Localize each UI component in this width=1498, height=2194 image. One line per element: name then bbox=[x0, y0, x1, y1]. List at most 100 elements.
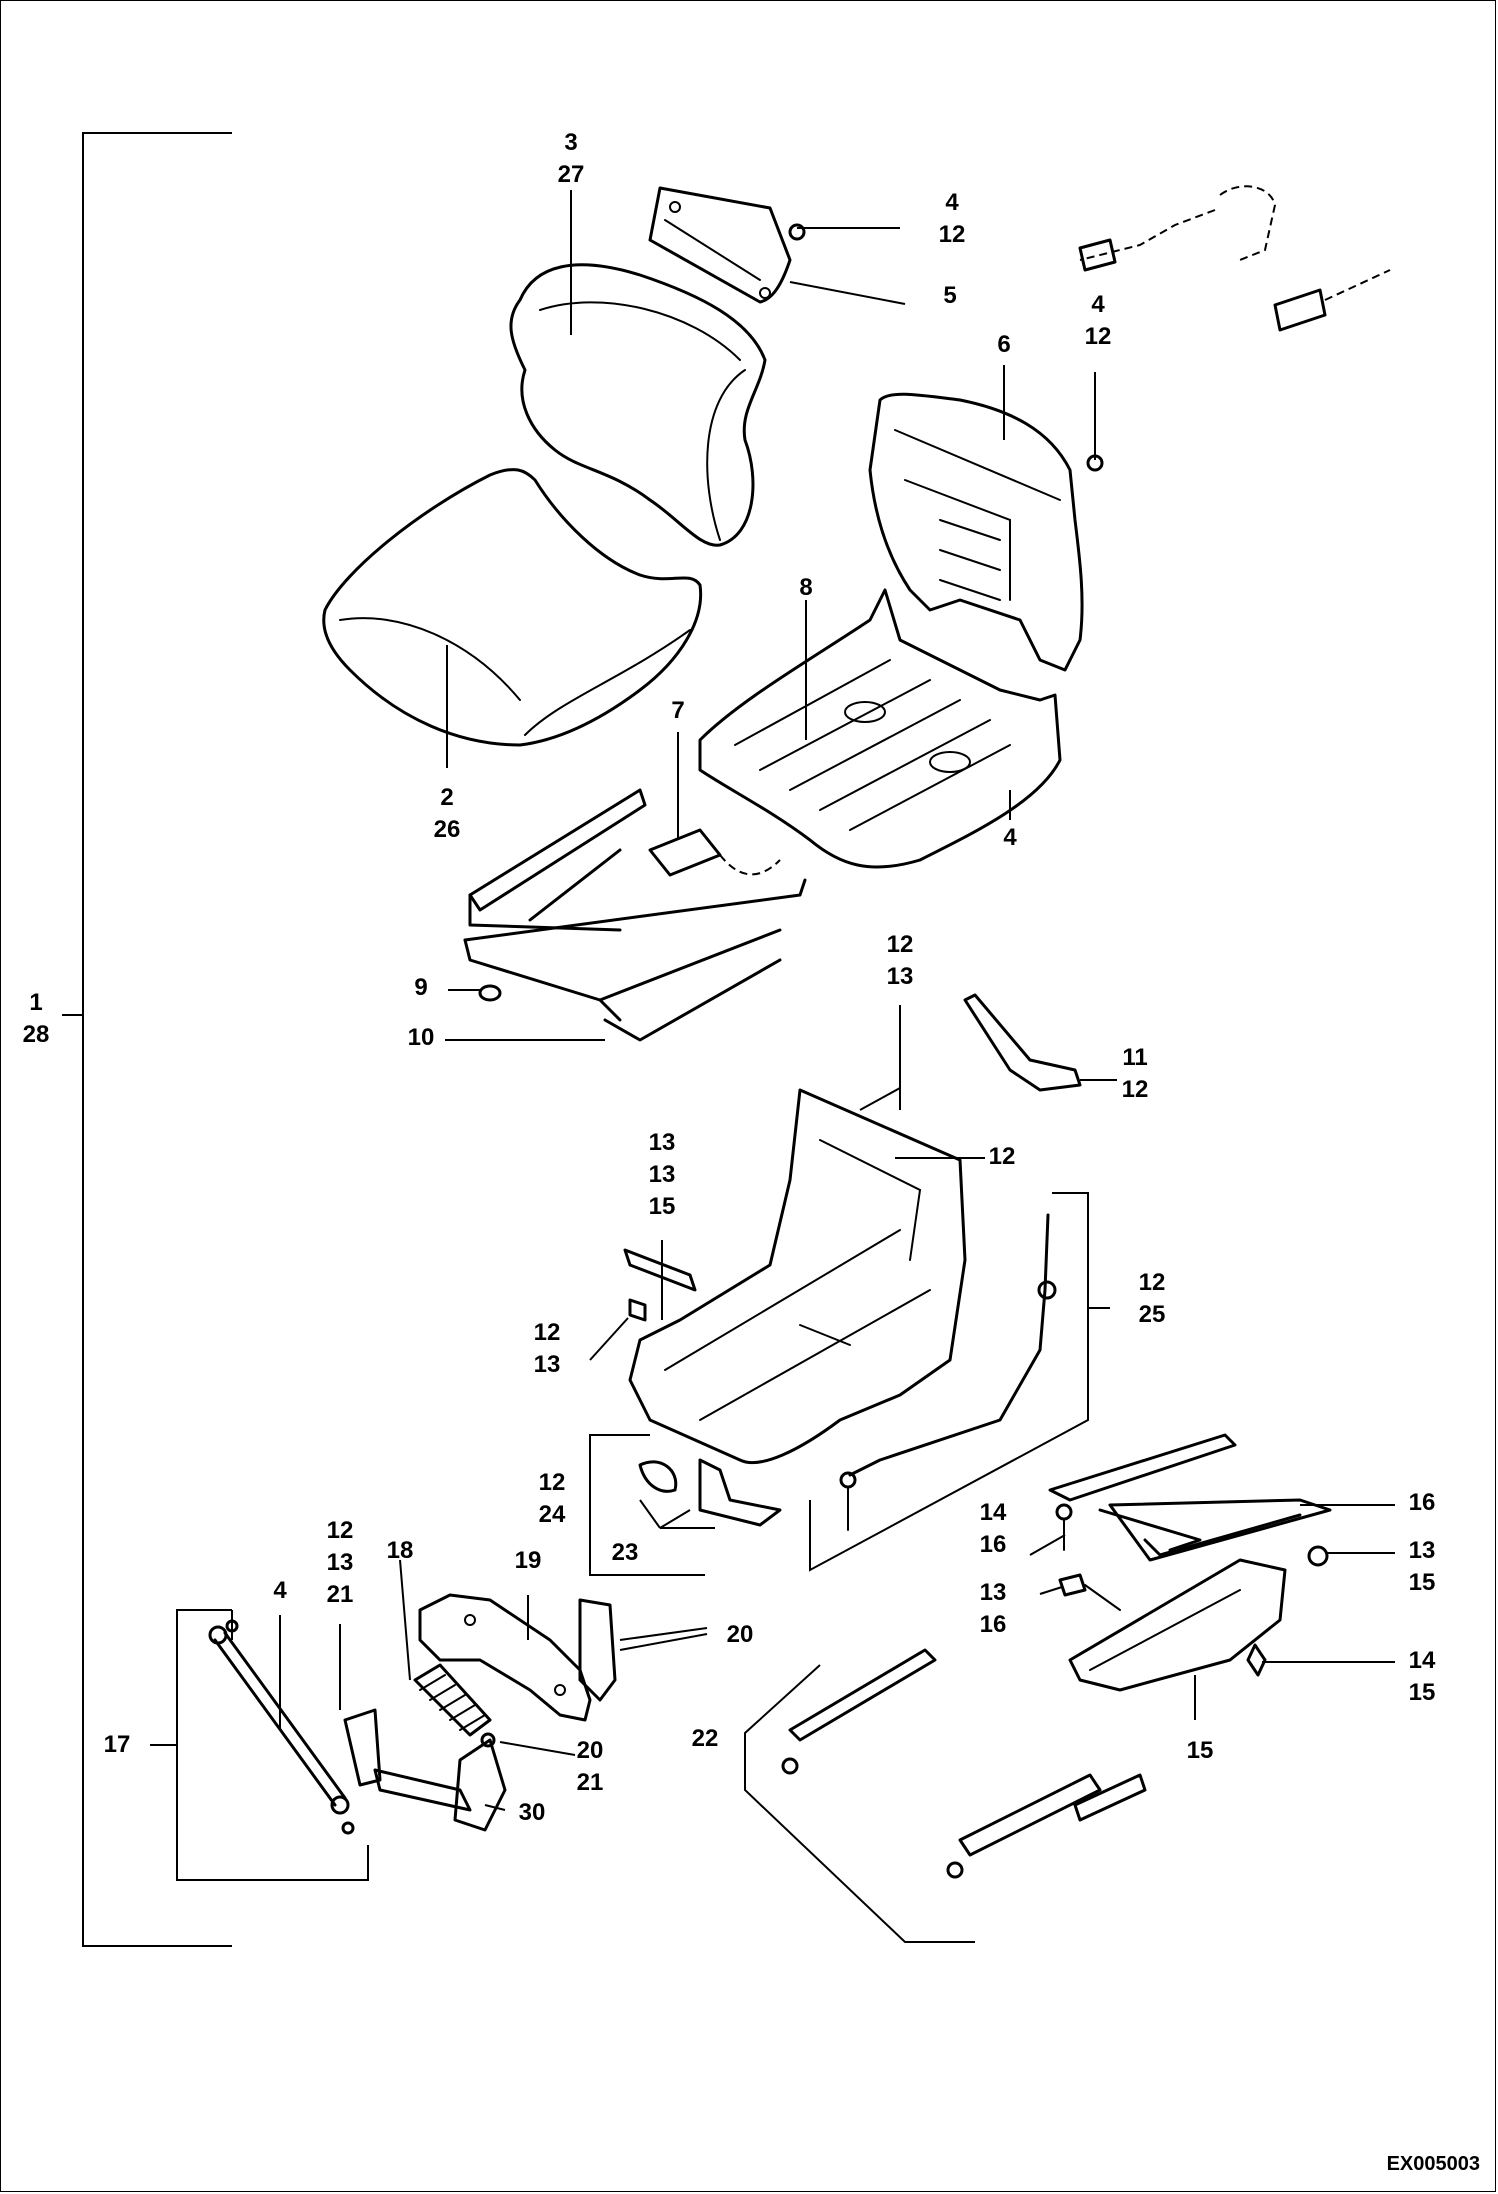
rail-22 bbox=[744, 1648, 1147, 1943]
part-13-16 bbox=[1058, 1573, 1121, 1611]
callout-line: 16 bbox=[1409, 1489, 1436, 1516]
callout-4-low: 4 bbox=[273, 1577, 287, 1604]
callout-8: 8 bbox=[799, 574, 812, 601]
callout-line: 2 bbox=[440, 784, 453, 811]
callout-line: 15 bbox=[1187, 1737, 1214, 1764]
callout-9: 9 bbox=[414, 974, 427, 1001]
callout-line: 3 bbox=[564, 129, 577, 156]
callout-12-a: 12 bbox=[989, 1143, 1016, 1170]
bracket-lead-12-24 bbox=[589, 1434, 705, 1576]
bracket-20 bbox=[578, 1598, 617, 1702]
callout-line: 13 bbox=[649, 1161, 676, 1188]
callout-line: 15 bbox=[1409, 1569, 1436, 1596]
callout-line: 30 bbox=[519, 1799, 546, 1826]
callout-line: 21 bbox=[327, 1581, 354, 1608]
rail-16 bbox=[1048, 1433, 1332, 1562]
callout-line: 12 bbox=[327, 1517, 354, 1544]
callout-5: 5 bbox=[943, 282, 956, 309]
spring-18 bbox=[413, 1663, 492, 1737]
callout-7: 7 bbox=[671, 697, 684, 724]
callout-10: 10 bbox=[408, 1024, 435, 1051]
callout-line: 16 bbox=[980, 1611, 1007, 1638]
callout-line: 5 bbox=[943, 282, 956, 309]
callout-line: 1 bbox=[29, 989, 42, 1016]
callout-line: 20 bbox=[577, 1737, 604, 1764]
callout-line: 12 bbox=[539, 1469, 566, 1496]
callout-line: 4 bbox=[945, 189, 959, 216]
callout-line: 7 bbox=[671, 697, 684, 724]
figure-id: EX005003 bbox=[1387, 2153, 1480, 2175]
callout-20-a: 20 bbox=[727, 1621, 754, 1648]
bracket-11 bbox=[963, 993, 1082, 1092]
callout-line: 15 bbox=[649, 1193, 676, 1220]
callout-line: 13 bbox=[980, 1579, 1007, 1606]
seat-pan-frame bbox=[698, 588, 1062, 869]
callout-line: 25 bbox=[1139, 1301, 1166, 1328]
callout-19: 19 bbox=[515, 1547, 542, 1574]
bracket-23 bbox=[638, 1458, 782, 1527]
callout-line: 22 bbox=[692, 1725, 719, 1752]
callout-line: 15 bbox=[1409, 1679, 1436, 1706]
callout-6: 6 bbox=[997, 331, 1010, 358]
callout-4-mid: 4 bbox=[1003, 824, 1017, 851]
backrest-frame bbox=[868, 392, 1104, 672]
callout-line: 4 bbox=[1003, 824, 1017, 851]
callout-line: 11 bbox=[1122, 1044, 1147, 1071]
callout-line: 12 bbox=[887, 931, 914, 958]
seat-cushion bbox=[322, 468, 703, 747]
callout-line: 4 bbox=[273, 1577, 287, 1604]
callout-line: 14 bbox=[1409, 1647, 1436, 1674]
callout-line: 13 bbox=[1409, 1537, 1436, 1564]
knob-14 bbox=[1055, 1503, 1073, 1551]
callout-30: 30 bbox=[519, 1799, 546, 1826]
callout-line: 21 bbox=[577, 1769, 604, 1796]
callout-line: 12 bbox=[939, 221, 966, 248]
callout-line: 24 bbox=[539, 1501, 566, 1528]
callout-line: 28 bbox=[23, 1021, 50, 1048]
callout-12-13-21: 12 13 21 bbox=[327, 1517, 354, 1608]
callout-line: 19 bbox=[515, 1547, 542, 1574]
headrest-plate bbox=[648, 186, 806, 304]
callout-line: 13 bbox=[534, 1351, 561, 1378]
callout-line: 8 bbox=[799, 574, 812, 601]
callout-line: 10 bbox=[408, 1024, 435, 1051]
callout-line: 12 bbox=[989, 1143, 1016, 1170]
callout-line: 16 bbox=[980, 1531, 1007, 1558]
callout-16: 16 bbox=[1409, 1489, 1436, 1516]
callout-line: 26 bbox=[434, 816, 461, 843]
callout-17: 17 bbox=[104, 1731, 131, 1758]
gas-strut-17 bbox=[176, 1609, 369, 1881]
callout-22: 22 bbox=[692, 1725, 719, 1752]
callout-line: 27 bbox=[558, 161, 585, 188]
seat-belt bbox=[1078, 185, 1391, 332]
suspension-bracket-19 bbox=[418, 1593, 592, 1722]
callout-line: 4 bbox=[1091, 291, 1105, 318]
callout-15: 15 bbox=[1187, 1737, 1214, 1764]
seat-slider-frame bbox=[463, 788, 807, 1042]
callout-line: 9 bbox=[414, 974, 427, 1001]
callout-line: 13 bbox=[327, 1549, 354, 1576]
callout-23: 23 bbox=[612, 1539, 639, 1566]
callout-line: 12 bbox=[1085, 323, 1112, 350]
callout-line: 12 bbox=[1139, 1269, 1166, 1296]
callout-line: 12 bbox=[534, 1319, 561, 1346]
callout-18: 18 bbox=[387, 1537, 414, 1564]
leader-lines bbox=[150, 190, 1395, 1811]
seat-base bbox=[623, 1088, 967, 1465]
callout-line: 13 bbox=[887, 963, 914, 990]
bracket-lead-12-25 bbox=[809, 1192, 1110, 1572]
callout-line: 23 bbox=[612, 1539, 639, 1566]
